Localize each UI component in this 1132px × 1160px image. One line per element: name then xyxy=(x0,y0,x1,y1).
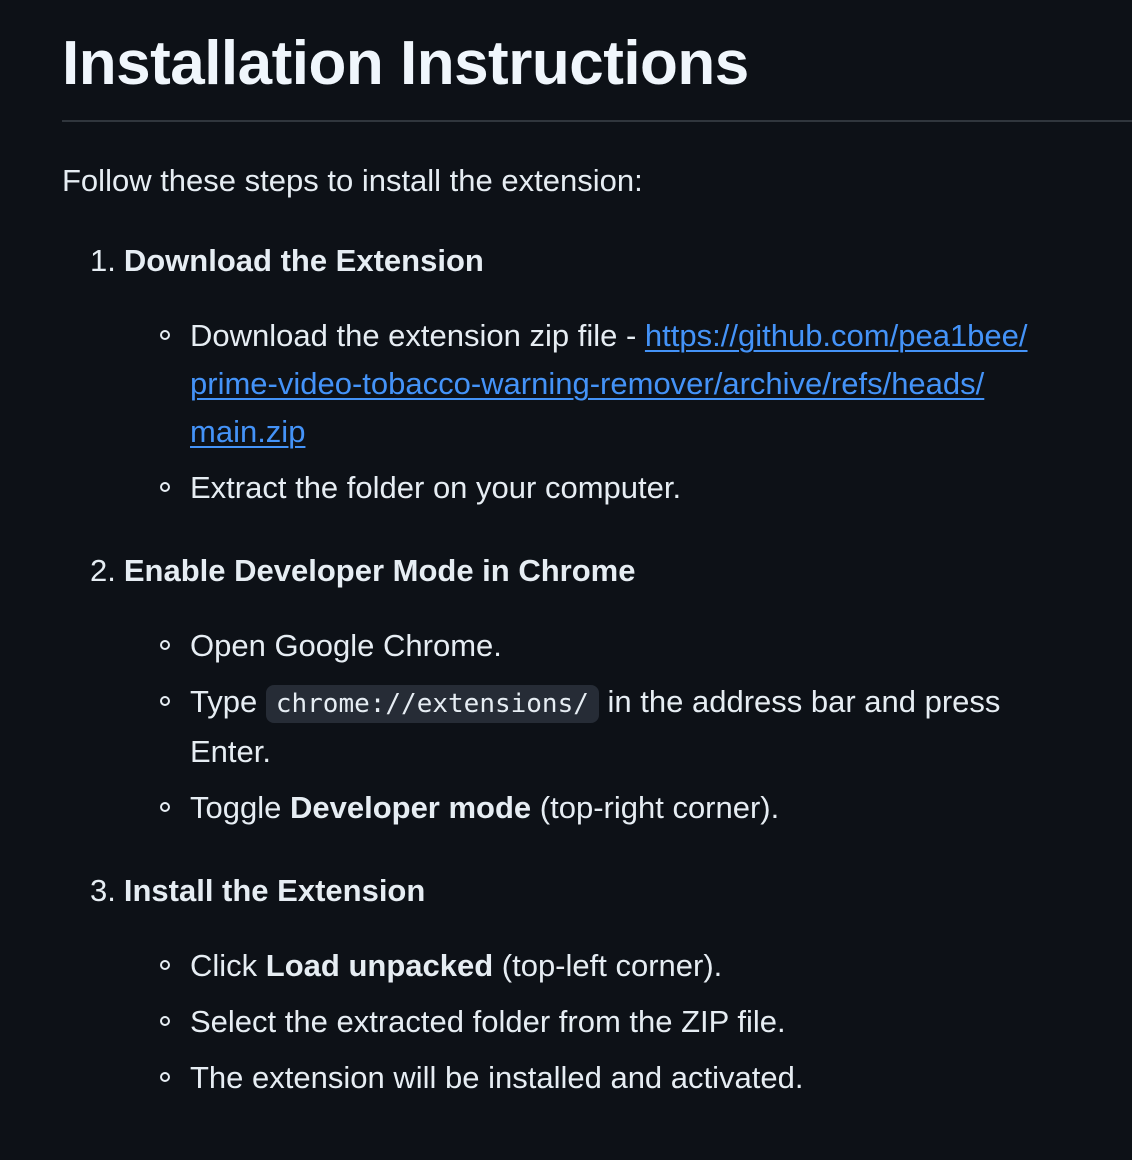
step-number: 1. xyxy=(90,243,116,278)
list-item-text-before: Toggle xyxy=(190,790,290,825)
page-title: Installation Instructions xyxy=(62,26,1132,122)
list-item-text: The extension will be installed and acti… xyxy=(190,1060,804,1095)
list-item: The extension will be installed and acti… xyxy=(158,1054,1050,1102)
circle-bullet-icon xyxy=(160,696,170,706)
link-text-line-2: prime-video-tobacco-warning-remover/arch… xyxy=(190,366,985,401)
step-title: Install the Extension xyxy=(123,873,426,908)
step-2-substeps: Open Google Chrome. Type chrome://extens… xyxy=(158,622,1132,832)
load-unpacked-bold: Load unpacked xyxy=(265,948,494,983)
list-item-text: Extract the folder on your computer. xyxy=(190,470,682,505)
developer-mode-bold: Developer mode xyxy=(289,790,532,825)
readme-content: Installation Instructions Follow these s… xyxy=(62,26,1132,1102)
step-1-substeps: Download the extension zip file - https:… xyxy=(158,312,1132,512)
link-text-line-3: main.zip xyxy=(190,414,306,449)
list-item-text: Select the extracted folder from the ZIP… xyxy=(190,1004,786,1039)
list-item-text: Download the extension zip file - xyxy=(190,318,645,353)
step-2: 2. Enable Developer Mode in Chrome Open … xyxy=(62,550,1132,832)
circle-bullet-icon xyxy=(160,960,170,970)
list-item: Extract the folder on your computer. xyxy=(158,464,1050,512)
step-title: Download the Extension xyxy=(123,243,484,278)
step-3: 3. Install the Extension Click Load unpa… xyxy=(62,870,1132,1102)
circle-bullet-icon xyxy=(160,802,170,812)
step-3-heading: 3. Install the Extension xyxy=(62,870,1132,912)
installation-steps-list: 1. Download the Extension Download the e… xyxy=(62,240,1132,1102)
list-item-text-after: (top-right corner). xyxy=(531,790,780,825)
step-title: Enable Developer Mode in Chrome xyxy=(123,553,636,588)
list-item: Type chrome://extensions/ in the address… xyxy=(158,678,1050,776)
list-item-text-before: Type xyxy=(190,684,266,719)
step-1: 1. Download the Extension Download the e… xyxy=(62,240,1132,512)
list-item-text-after: in the address bar and press Enter. xyxy=(190,684,1001,769)
list-item: Toggle Developer mode (top-right corner)… xyxy=(158,784,1050,832)
list-item: Select the extracted folder from the ZIP… xyxy=(158,998,1050,1046)
step-2-heading: 2. Enable Developer Mode in Chrome xyxy=(62,550,1132,592)
list-item-text-after: (top-left corner). xyxy=(493,948,723,983)
circle-bullet-icon xyxy=(160,330,170,340)
list-item: Download the extension zip file - https:… xyxy=(158,312,1050,456)
download-zip-link[interactable]: https://github.com/pea1bee/prime-video-t… xyxy=(190,318,1028,449)
list-item-text: Open Google Chrome. xyxy=(190,628,502,663)
list-item: Open Google Chrome. xyxy=(158,622,1050,670)
circle-bullet-icon xyxy=(160,1072,170,1082)
circle-bullet-icon xyxy=(160,1016,170,1026)
step-1-heading: 1. Download the Extension xyxy=(62,240,1132,282)
circle-bullet-icon xyxy=(160,482,170,492)
step-number: 2. xyxy=(90,553,116,588)
intro-text: Follow these steps to install the extens… xyxy=(62,163,643,198)
link-text-line-1: https://github.com/pea1bee/ xyxy=(644,318,1028,353)
list-item: Click Load unpacked (top-left corner). xyxy=(158,942,1050,990)
circle-bullet-icon xyxy=(160,640,170,650)
step-3-substeps: Click Load unpacked (top-left corner). S… xyxy=(158,942,1132,1102)
list-item-text-before: Click xyxy=(190,948,266,983)
step-number: 3. xyxy=(90,873,116,908)
extensions-url-code: chrome://extensions/ xyxy=(265,685,599,723)
